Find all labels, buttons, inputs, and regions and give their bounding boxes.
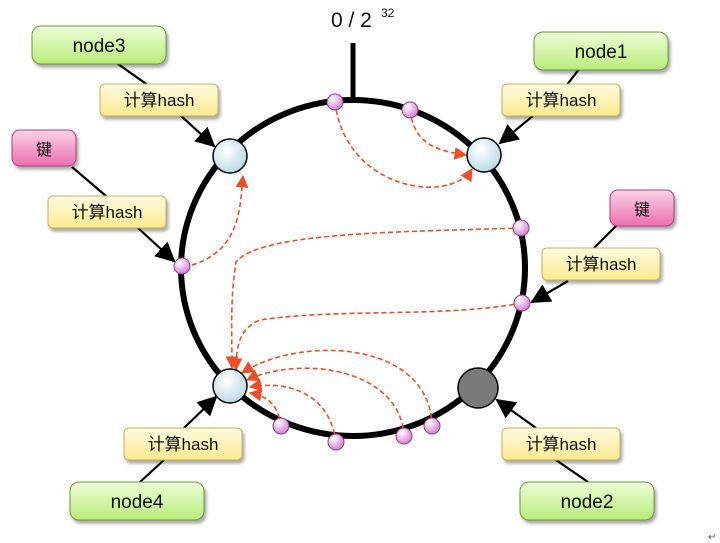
connector-node3-hash (179, 114, 216, 148)
ring-node-node2-down (457, 367, 499, 409)
hash-node1-box: 计算hash (501, 83, 621, 117)
ring-node-node4 (212, 368, 248, 404)
node2-label: node2 (561, 492, 614, 513)
hash-key-right-label: 计算hash (566, 255, 637, 274)
mapping-arrow-7 (245, 367, 405, 437)
hash-node3-box: 计算hash (99, 83, 219, 117)
mapping-arrow-6 (240, 349, 433, 427)
node1-label: node1 (575, 42, 628, 63)
connector-node1-hash (498, 114, 535, 145)
ring-node-node1 (466, 137, 502, 173)
hash-node3-label: 计算hash (124, 91, 195, 110)
title-exponent-text: 32 (381, 6, 395, 20)
connector-node2 (555, 459, 589, 483)
connector-node1 (565, 67, 581, 87)
hash-point (513, 294, 531, 312)
hash-point (327, 433, 345, 451)
hash-node4-box: 计算hash (123, 427, 243, 461)
key-left-box: 键 (11, 129, 77, 167)
ring-nodes (212, 137, 502, 409)
paragraph-mark: ↵ (708, 532, 716, 543)
key-left-label: 键 (36, 141, 52, 159)
connector-node2-hash (495, 398, 537, 429)
hash-point (401, 101, 419, 119)
hash-point (395, 427, 413, 445)
key-right-label: 键 (634, 201, 650, 219)
connector-key-left-hash (137, 227, 176, 263)
mapping-arrow-2 (334, 101, 473, 188)
hash-node1-label: 计算hash (526, 91, 597, 110)
hash-node2-box: 计算hash (501, 427, 621, 461)
mapping-arrow-8 (248, 378, 337, 443)
mapping-arrow-1 (409, 109, 468, 160)
title-base-text: 0 / 2 (331, 9, 372, 32)
hash-point (326, 93, 344, 111)
connector-node4 (139, 459, 165, 483)
hash-point (512, 219, 530, 237)
key-right-box: 键 (609, 189, 675, 227)
hash-point (272, 417, 290, 435)
hash-node2-label: 计算hash (526, 435, 597, 454)
node3-label: node3 (73, 36, 126, 57)
connector-key-right-hash (530, 280, 569, 303)
ring-node-node3 (212, 138, 248, 174)
node2-box: node2 (519, 481, 655, 521)
mapping-arrow-3 (183, 174, 249, 268)
node4-label: node4 (111, 492, 164, 513)
connector-node4-hash (183, 395, 218, 429)
hash-point (173, 257, 191, 275)
connector-lines (71, 63, 617, 483)
connector-key-right (593, 225, 617, 249)
node1-box: node1 (533, 31, 669, 71)
hash-points (173, 93, 531, 451)
hash-key-right-box: 计算hash (541, 247, 661, 281)
mapping-arrow-5 (229, 302, 523, 372)
hash-point (423, 417, 441, 435)
connector-key-left (71, 166, 107, 197)
ring-origin-label: 0 / 2 32 (331, 6, 395, 32)
mapping-arrow-4 (225, 227, 522, 370)
hash-key-left-box: 计算hash (47, 195, 167, 229)
hash-key-left-label: 计算hash (72, 203, 143, 222)
hash-node4-label: 计算hash (148, 435, 219, 454)
node3-box: node3 (31, 25, 167, 65)
node4-box: node4 (69, 481, 205, 521)
